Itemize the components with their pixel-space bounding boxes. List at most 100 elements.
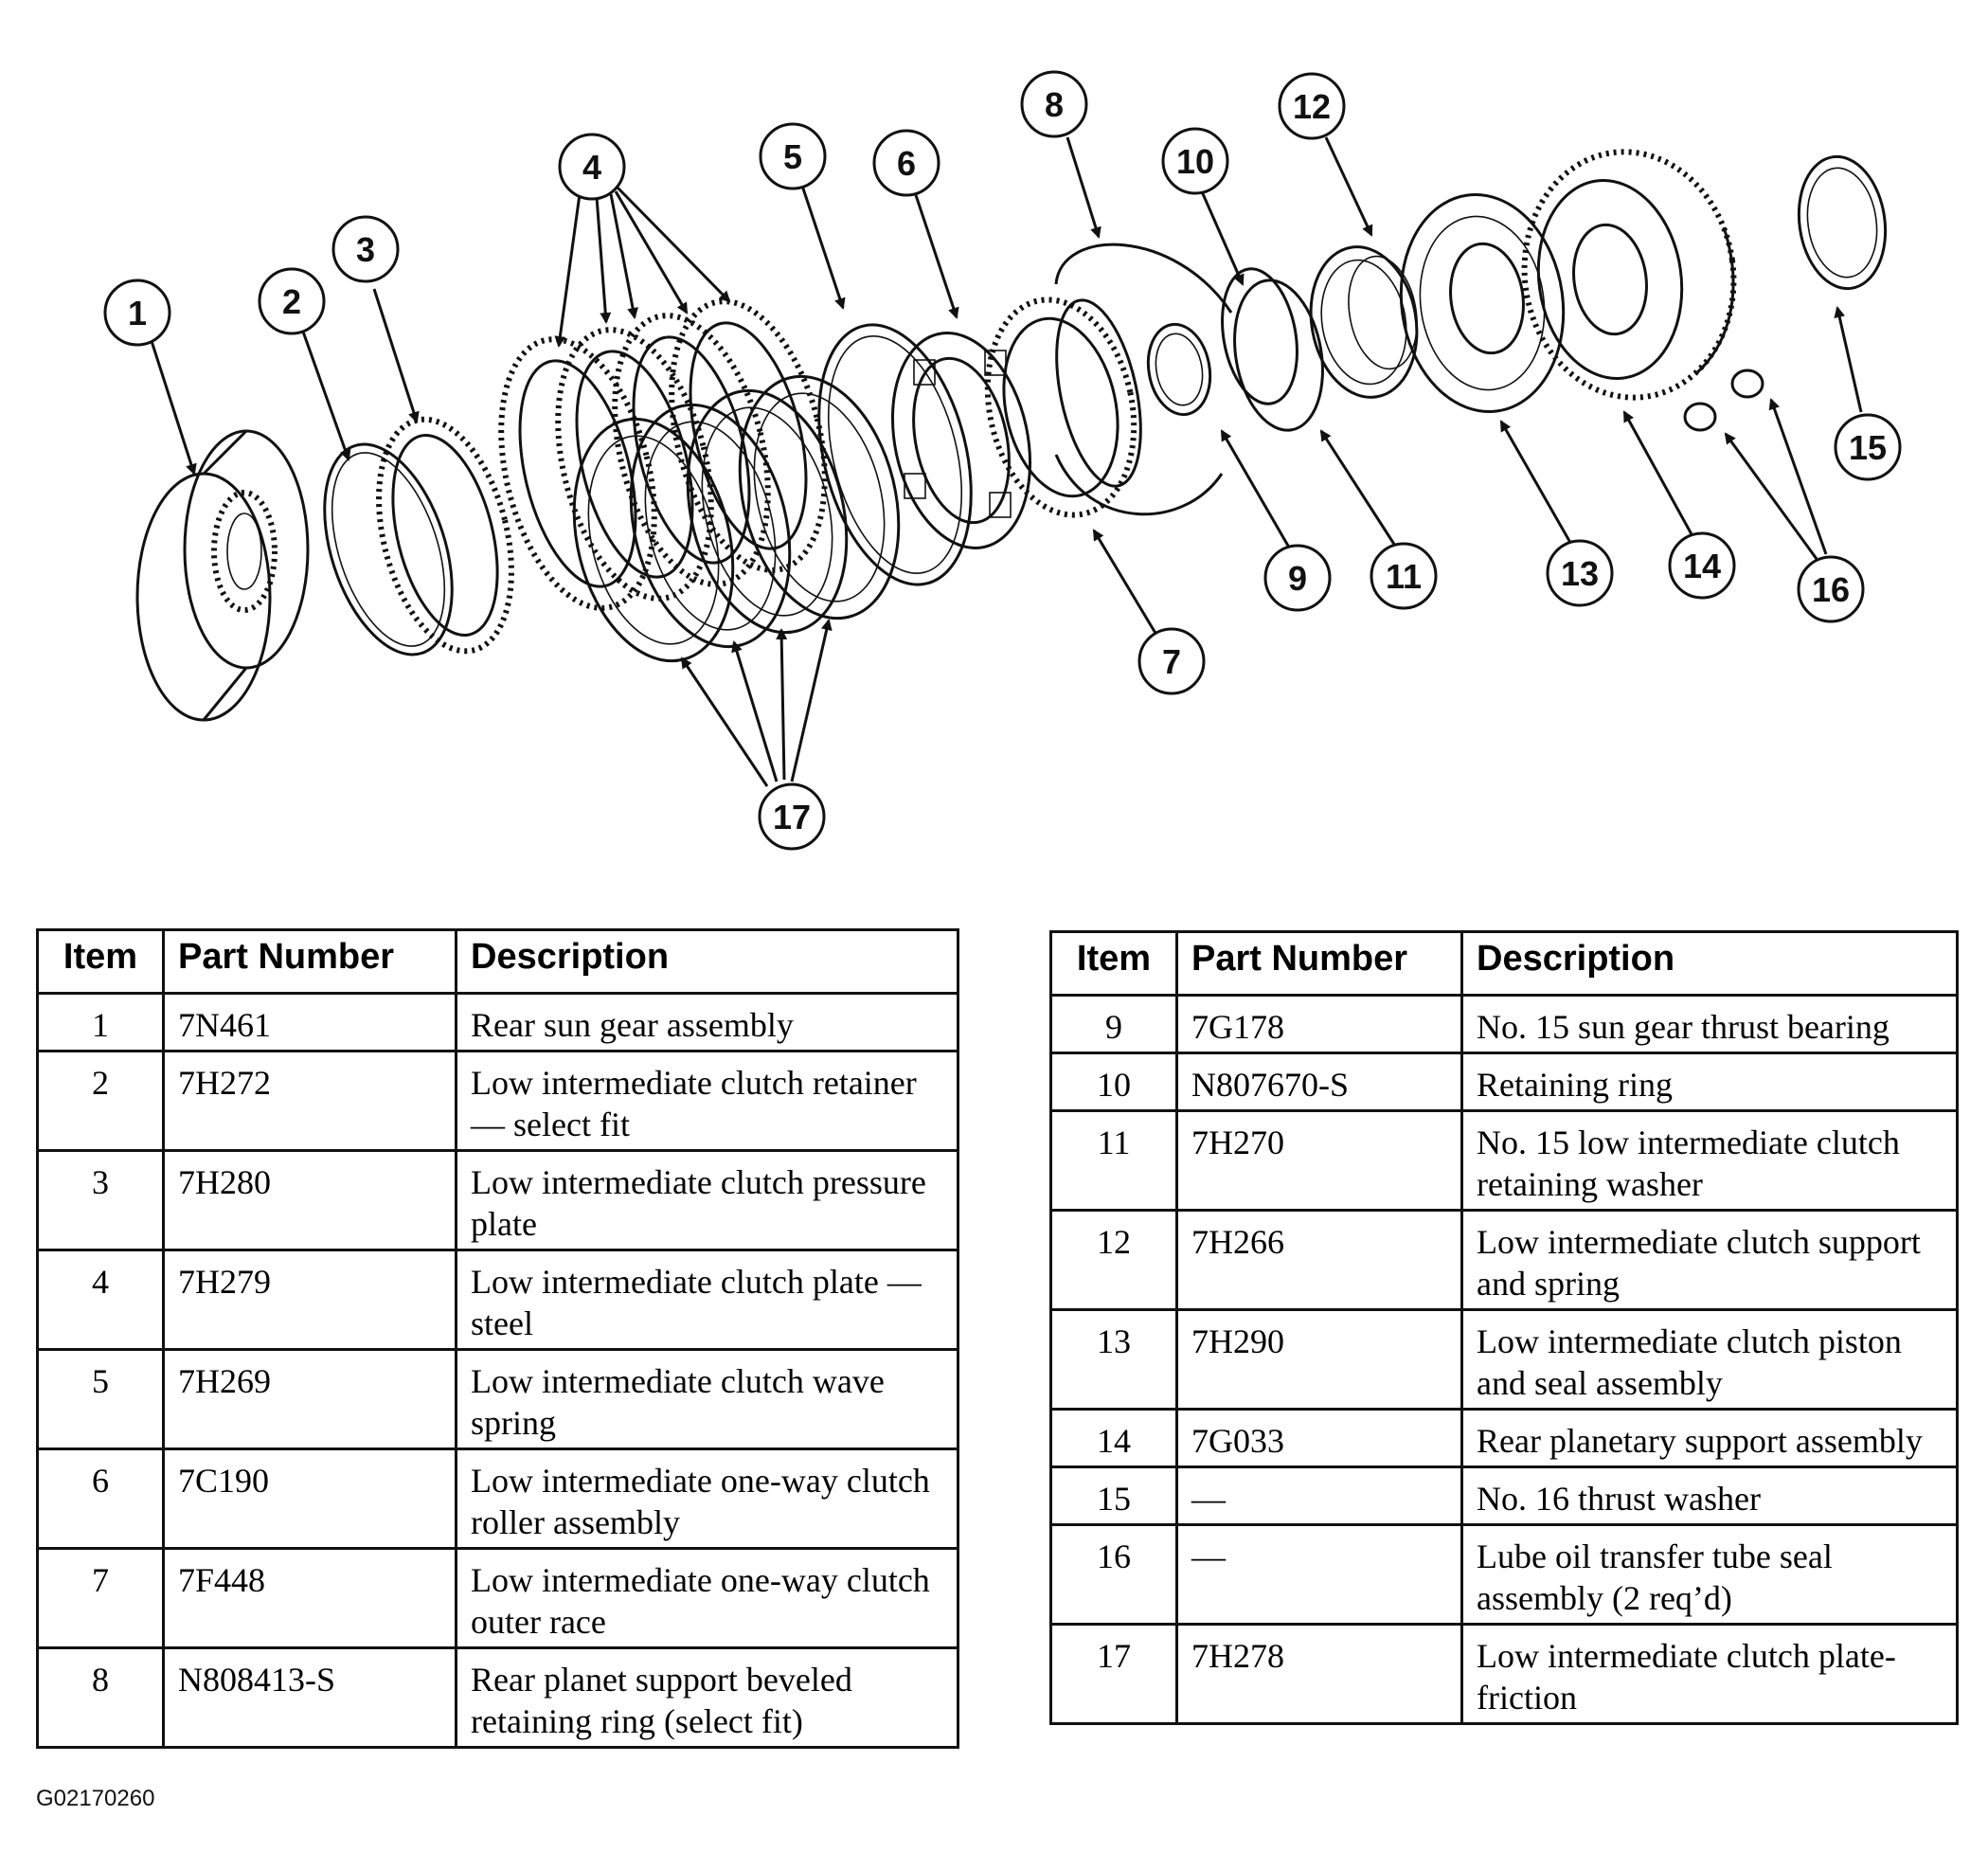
figure-code: G02170260 bbox=[36, 1786, 155, 1811]
cell-item: 17 bbox=[1049, 1623, 1178, 1725]
cell-description: Low intermediate clutch retainer — selec… bbox=[455, 1050, 959, 1152]
callout-16: 16 bbox=[1797, 555, 1865, 623]
table-row: 15—No. 16 thrust washer bbox=[1049, 1465, 1959, 1526]
svg-text:9: 9 bbox=[1288, 559, 1307, 598]
cell-description: Lube oil transfer tube seal assembly (2 … bbox=[1460, 1523, 1959, 1626]
callout-13: 13 bbox=[1546, 539, 1614, 607]
cell-part-number: 7H278 bbox=[1175, 1623, 1463, 1725]
cell-part-number: 7H280 bbox=[162, 1149, 457, 1251]
part-7-outer-race bbox=[984, 297, 1142, 518]
cell-item: 11 bbox=[1049, 1109, 1178, 1212]
cell-item: 9 bbox=[1049, 994, 1178, 1054]
cell-description: No. 15 low intermediate clutch retaining… bbox=[1460, 1109, 1959, 1212]
svg-text:17: 17 bbox=[773, 798, 811, 836]
callout-1: 1 bbox=[103, 279, 171, 347]
cell-description: Low intermediate clutch support and spri… bbox=[1460, 1209, 1959, 1311]
cell-description: Low intermediate clutch piston and seal … bbox=[1460, 1308, 1959, 1411]
part-13-piston bbox=[1399, 193, 1566, 413]
cell-part-number: 7H290 bbox=[1175, 1308, 1463, 1411]
svg-text:16: 16 bbox=[1812, 570, 1850, 609]
cell-description: Low intermediate one-way clutch outer ra… bbox=[455, 1547, 959, 1649]
callout-2: 2 bbox=[258, 267, 326, 335]
cell-part-number: 7N461 bbox=[162, 992, 457, 1052]
cell-part-number: 7H270 bbox=[1175, 1109, 1463, 1212]
exploded-parts-diagram: 1 2 3 4 5 6 7 8 9 10 11 12 13 14 15 16 1… bbox=[103, 70, 1902, 851]
table-header-row: Item Part Number Description bbox=[1049, 930, 1959, 997]
cell-description: No. 15 sun gear thrust bearing bbox=[1460, 994, 1959, 1054]
header-description: Description bbox=[455, 928, 959, 995]
cell-description: Rear planet support beveled retaining ri… bbox=[455, 1646, 959, 1749]
svg-text:7: 7 bbox=[1162, 642, 1181, 681]
part-1-rear-sun-gear bbox=[135, 429, 310, 722]
cell-description: Low intermediate clutch plate — steel bbox=[455, 1249, 959, 1351]
cell-item: 5 bbox=[36, 1348, 165, 1450]
cell-description: Low intermediate clutch wave spring bbox=[455, 1348, 959, 1450]
part-9-thrust-bearing bbox=[1146, 322, 1212, 417]
cell-item: 6 bbox=[36, 1447, 165, 1550]
cell-part-number: 7G033 bbox=[1175, 1408, 1463, 1468]
cell-item: 12 bbox=[1049, 1209, 1178, 1311]
cell-item: 1 bbox=[36, 992, 165, 1052]
header-part-number: Part Number bbox=[162, 928, 457, 995]
svg-text:13: 13 bbox=[1561, 554, 1599, 593]
cell-part-number: 7F448 bbox=[162, 1547, 457, 1649]
callout-17: 17 bbox=[758, 782, 826, 851]
cell-part-number: 7H272 bbox=[162, 1050, 457, 1152]
callout-3: 3 bbox=[331, 215, 400, 283]
cell-item: 2 bbox=[36, 1050, 165, 1152]
callout-8: 8 bbox=[1020, 70, 1088, 138]
callout-10: 10 bbox=[1161, 127, 1229, 195]
part-2-clutch-retainer bbox=[323, 442, 454, 656]
cell-item: 15 bbox=[1049, 1465, 1178, 1526]
cell-description: Rear planetary support assembly bbox=[1460, 1408, 1959, 1468]
callout-7: 7 bbox=[1137, 627, 1206, 695]
svg-text:1: 1 bbox=[128, 294, 147, 333]
cell-description: Retaining ring bbox=[1460, 1052, 1959, 1112]
part-12-support-spring bbox=[1309, 245, 1419, 399]
svg-text:11: 11 bbox=[1386, 557, 1422, 596]
cell-part-number: N807670-S bbox=[1175, 1052, 1463, 1112]
table-header-row: Item Part Number Description bbox=[36, 928, 959, 995]
part-15-thrust-washer bbox=[1797, 154, 1888, 291]
header-item: Item bbox=[36, 928, 165, 995]
part-4-17-clutch-plates bbox=[498, 298, 901, 663]
part-8-retaining-ring bbox=[1054, 243, 1233, 516]
cell-part-number: 7H279 bbox=[162, 1249, 457, 1351]
cell-item: 3 bbox=[36, 1149, 165, 1251]
cell-description: Low intermediate one-way clutch roller a… bbox=[455, 1447, 959, 1550]
cell-part-number: 7G178 bbox=[1175, 994, 1463, 1054]
leader-lines bbox=[150, 136, 1863, 787]
cell-item: 13 bbox=[1049, 1308, 1178, 1411]
callout-14: 14 bbox=[1668, 531, 1736, 600]
svg-text:14: 14 bbox=[1683, 547, 1721, 585]
cell-description: No. 16 thrust washer bbox=[1460, 1465, 1959, 1526]
svg-text:6: 6 bbox=[897, 144, 916, 183]
part-14-planetary-support bbox=[1521, 149, 1737, 401]
cell-part-number: 7H266 bbox=[1175, 1209, 1463, 1311]
svg-text:15: 15 bbox=[1849, 428, 1887, 467]
cell-part-number: 7H269 bbox=[162, 1348, 457, 1450]
cell-description: Low intermediate clutch plate-friction bbox=[1460, 1623, 1959, 1725]
callout-15: 15 bbox=[1834, 413, 1902, 481]
callout-4: 4 bbox=[558, 133, 626, 201]
cell-item: 14 bbox=[1049, 1408, 1178, 1468]
table-row: 16—Lube oil transfer tube seal assembly … bbox=[1049, 1523, 1959, 1626]
callout-11: 11 bbox=[1370, 542, 1438, 610]
cell-part-number: — bbox=[1175, 1465, 1463, 1526]
part-16-seals bbox=[1683, 369, 1764, 432]
svg-text:10: 10 bbox=[1176, 142, 1214, 181]
callout-12: 12 bbox=[1278, 72, 1346, 140]
cell-item: 8 bbox=[36, 1646, 165, 1749]
